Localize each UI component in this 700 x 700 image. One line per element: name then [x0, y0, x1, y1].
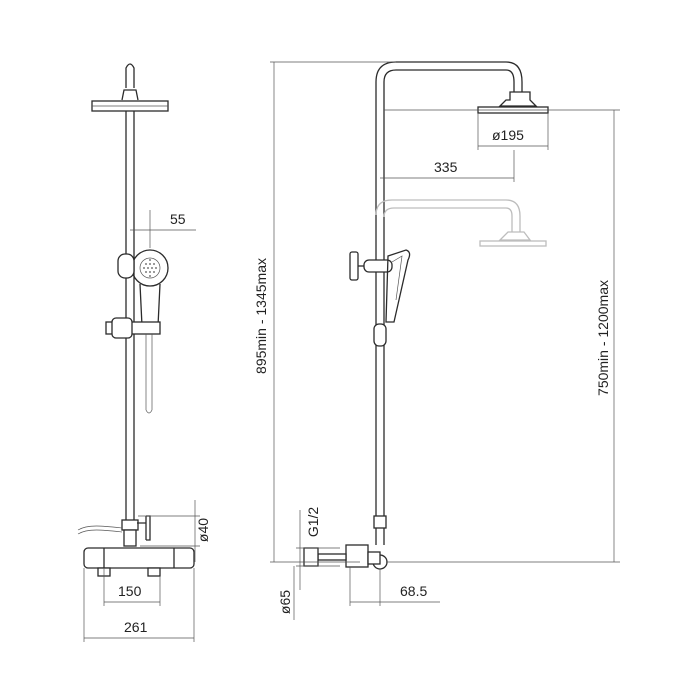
- dim-valve-centres: 150: [118, 583, 142, 599]
- side-view: [303, 61, 549, 570]
- dim-inlet-thread: G1/2: [305, 507, 321, 538]
- dim-body-diameter: ø40: [195, 518, 211, 542]
- hand-shower-nozzles: [143, 259, 157, 277]
- dimension-labels: 55 ø40 150 261 895min - 1345max ø195 335…: [118, 127, 611, 635]
- dim-arm-offset: 55: [170, 211, 186, 227]
- dim-wall-plate: ø65: [277, 590, 293, 614]
- dim-wall-offset: 68.5: [400, 583, 427, 599]
- dim-head-diameter: ø195: [492, 127, 524, 143]
- front-view: [77, 63, 195, 577]
- dim-valve-width: 261: [124, 619, 148, 635]
- dim-arm-length: 335: [434, 159, 458, 175]
- front-dimensions: [83, 210, 200, 642]
- dim-total-height: 895min - 1345max: [253, 258, 269, 374]
- dim-rail-height: 750min - 1200max: [595, 280, 611, 396]
- side-dimensions: [270, 61, 620, 620]
